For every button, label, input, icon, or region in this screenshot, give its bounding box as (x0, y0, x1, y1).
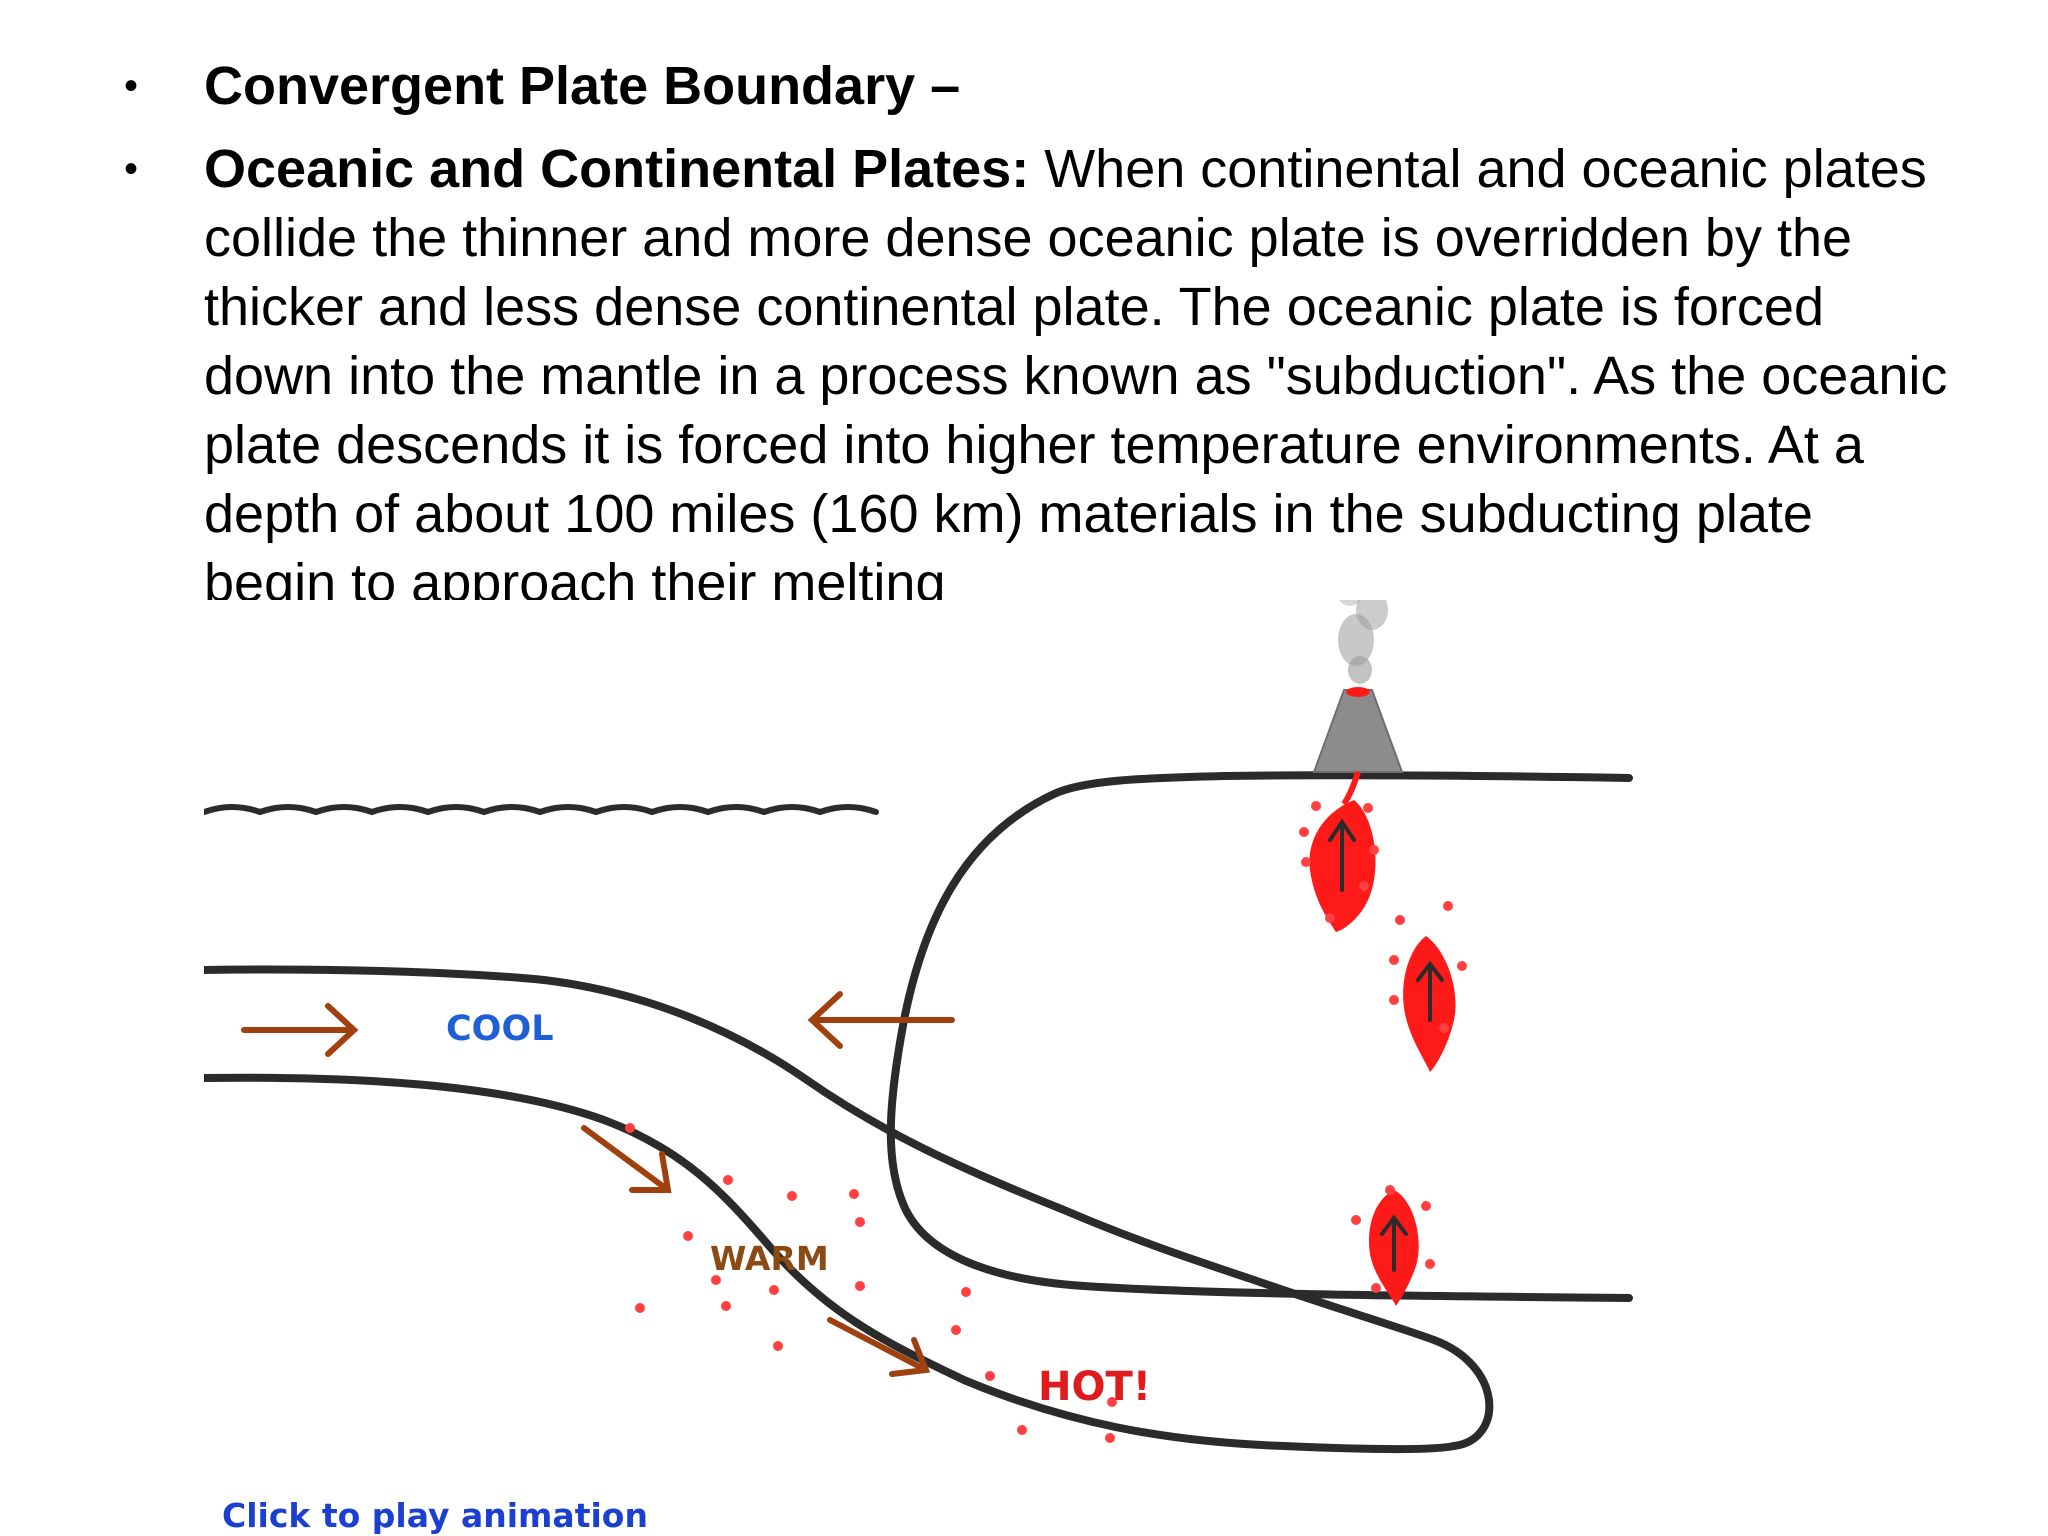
volcano-crater-lava (1346, 687, 1370, 697)
up-arrow-icon (1328, 818, 1356, 892)
cool-label: COOL (446, 1009, 554, 1049)
bullet-item-heading: • Convergent Plate Boundary – (118, 52, 1958, 121)
description-text: When continental and oceanic plates coll… (204, 139, 1948, 613)
arrow-down-right-icon (581, 1125, 672, 1193)
volcano-smoke (1338, 600, 1388, 684)
slide-heading: Convergent Plate Boundary – (204, 56, 961, 116)
oceanic-plate-top (204, 965, 1494, 1450)
up-arrow-icon (1380, 1214, 1408, 1272)
warm-label: WARM (710, 1239, 829, 1278)
bullet-dot: • (124, 64, 139, 108)
subduction-diagram-svg: COOL WARM HOT! (204, 600, 1633, 1453)
magma-conduit (1341, 771, 1361, 806)
description-lead: Oceanic and Continental Plates: (204, 139, 1030, 199)
melt-droplets (625, 801, 1467, 1443)
oceanic-plate-bottom (204, 1073, 1458, 1453)
slide-bullet-list: • Convergent Plate Boundary – • Oceanic … (118, 52, 1958, 618)
magma-blob-3 (1369, 1190, 1419, 1306)
play-animation-link[interactable]: Click to play animation (222, 1496, 648, 1535)
continental-plate (886, 771, 1633, 1302)
volcano (1312, 689, 1404, 773)
magma-blob-2 (1403, 936, 1456, 1072)
bullet-item-description: • Oceanic and Continental Plates: When c… (118, 135, 1958, 618)
arrow-left-icon (807, 991, 955, 1049)
hot-label: HOT! (1038, 1364, 1151, 1410)
description-block: Oceanic and Continental Plates: When con… (204, 135, 1958, 618)
bullet-dot: • (124, 147, 139, 191)
arrow-down-right-icon (827, 1317, 931, 1377)
ocean-surface-waves (204, 804, 879, 816)
arrow-right-icon (241, 1003, 359, 1057)
up-arrow-icon (1416, 960, 1444, 1022)
magma-blob-1 (1309, 800, 1376, 932)
motion-arrows (241, 991, 955, 1377)
subduction-diagram[interactable]: COOL WARM HOT! (204, 600, 1684, 1536)
